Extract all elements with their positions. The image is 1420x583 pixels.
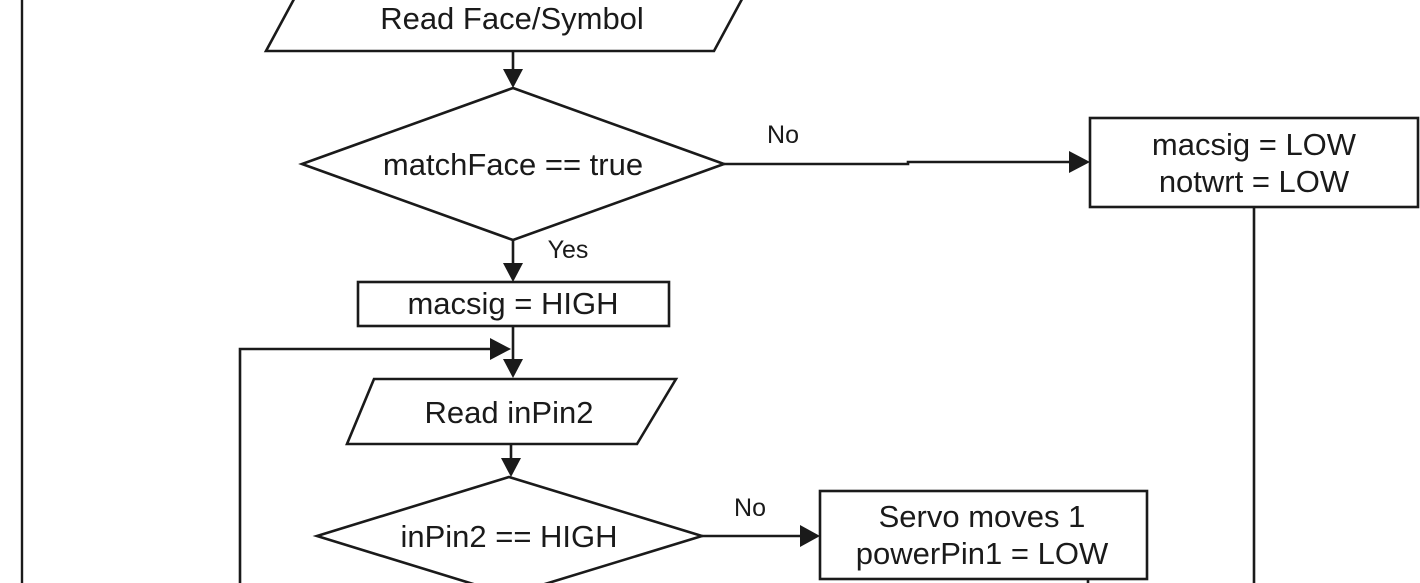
inpin2-check-label: inPin2 == HIGH	[400, 519, 617, 554]
match-face-node: matchFace == true	[298, 86, 728, 242]
arrowhead-servo	[800, 525, 820, 547]
servo-node: Servo moves 1 powerPin1 = LOW	[818, 489, 1149, 581]
macsig-high-node: macsig = HIGH	[356, 280, 671, 328]
servo-line-2: powerPin1 = LOW	[856, 536, 1109, 571]
arrowhead-macsig-high	[503, 263, 523, 282]
read-face-label: Read Face/Symbol	[380, 1, 644, 36]
inpin2-no-label: No	[734, 494, 766, 522]
match-no-label: No	[767, 121, 799, 149]
read-face-node: Read Face/Symbol	[263, 0, 744, 53]
inpin2-check-diamond	[312, 475, 707, 583]
arrowhead-match-top	[503, 69, 523, 88]
match-yes-label: Yes	[548, 236, 589, 264]
arrowhead-macsig-low	[1069, 151, 1090, 173]
inpin2-check-node: inPin2 == HIGH	[312, 475, 707, 583]
arrowhead-loop-merge	[490, 338, 511, 360]
edge-loop-back	[238, 347, 496, 583]
macsig-low-line-1: macsig = LOW	[1152, 127, 1357, 162]
arrowhead-read-inpin2	[503, 359, 523, 378]
macsig-low-line-2: notwrt = LOW	[1159, 164, 1350, 199]
macsig-high-label: macsig = HIGH	[407, 286, 618, 321]
read-inpin2-shape	[345, 377, 679, 446]
servo-box	[818, 489, 1149, 581]
edge-match-no	[724, 160, 1074, 166]
read-inpin2-node: Read inPin2	[345, 377, 679, 446]
read-face-shape	[263, 0, 744, 53]
read-inpin2-label: Read inPin2	[425, 395, 594, 430]
arrowhead-inpin2-check	[501, 458, 521, 477]
servo-line-1: Servo moves 1	[879, 499, 1086, 534]
match-face-label: matchFace == true	[383, 147, 643, 182]
macsig-low-node: macsig = LOW notwrt = LOW	[1088, 116, 1420, 209]
